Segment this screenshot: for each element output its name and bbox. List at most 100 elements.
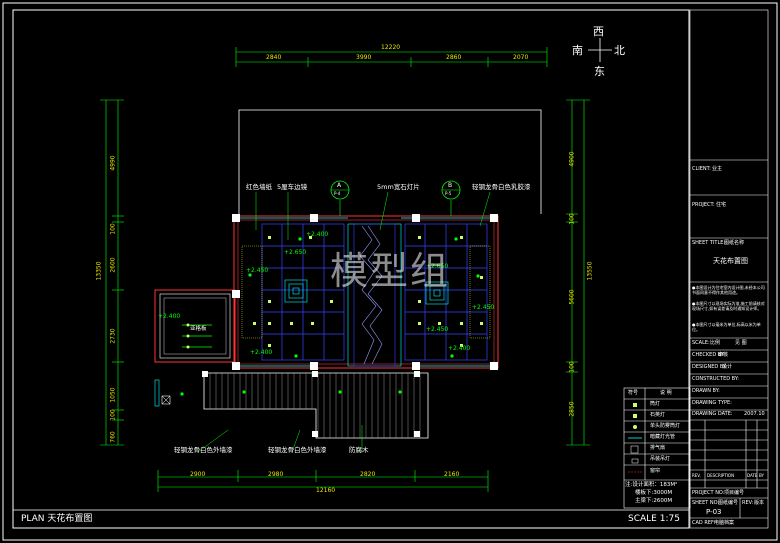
tb-cad-ref-label: CAD REF: bbox=[692, 520, 716, 526]
tb-rev-header: DESCRIPTION bbox=[707, 473, 735, 478]
ceiling-level: +2.650 bbox=[284, 249, 307, 256]
compass-west-label: 西 bbox=[593, 25, 604, 38]
lower-deck bbox=[154, 371, 429, 439]
compass-east-label: 东 bbox=[594, 65, 605, 78]
legend-row: 排气扇 bbox=[650, 445, 666, 451]
tb-drawing-date-label: DRAWING DATE: bbox=[692, 411, 733, 417]
tb-sheet-no-big: P-03 bbox=[706, 508, 722, 516]
upper-area-outline bbox=[238, 109, 542, 214]
dim-bottom-seg: 2900 bbox=[190, 471, 206, 478]
section-marker-a bbox=[330, 180, 350, 216]
title-block-frame bbox=[689, 9, 769, 529]
dim-bottom-seg: 2160 bbox=[444, 471, 460, 478]
tb-drawn-label: DRAWN BY: bbox=[692, 388, 720, 394]
left-room-wall bbox=[154, 289, 236, 363]
legend-row: 暗藏灯光管 bbox=[650, 434, 676, 440]
tb-note: ●本图设计为住宅室内设计图,未经本公司书面同意不得作其他用途。 bbox=[692, 285, 765, 295]
tb-sheet-title-value: 图纸名称 bbox=[724, 240, 745, 246]
tb-designed-value: 设计 bbox=[722, 364, 733, 370]
legend-row: 单头防雾筒灯 bbox=[650, 423, 681, 429]
legend-header-desc: 说 明 bbox=[660, 390, 672, 396]
dim-right-seg: 4900 bbox=[568, 151, 576, 167]
dim-right-seg: 100 bbox=[568, 361, 576, 373]
dim-right-seg: 5600 bbox=[568, 289, 576, 305]
dim-top-total: 12220 bbox=[381, 44, 401, 51]
ceiling-level: +2.400 bbox=[158, 313, 181, 320]
light-fixtures bbox=[253, 236, 483, 347]
dim-left-seg: 1050 bbox=[109, 387, 117, 403]
tb-sheet-title-main: 天花布置图 bbox=[713, 257, 748, 265]
annotation-bottom: 轻钢龙骨白色外墙漆 bbox=[174, 446, 233, 454]
ceiling-level: +2.400 bbox=[448, 345, 471, 352]
dim-top-seg: 2840 bbox=[266, 54, 282, 61]
legend-note: 主梁下:2600M bbox=[635, 498, 673, 504]
ceiling-level: +2.450 bbox=[426, 326, 449, 333]
legend-note: 注:设计面积：183M² bbox=[625, 482, 678, 488]
tb-rev-header: DATE bbox=[747, 473, 758, 478]
tb-project-value: 住宅 bbox=[716, 202, 727, 208]
tb-scale-value: 比例 bbox=[710, 340, 721, 346]
tb-note: ●本图尺寸以现场实际为准,施工前请核对现场尺寸,如有误差请及时通知设计师。 bbox=[692, 301, 765, 311]
legend-header-symbol: 符号 bbox=[628, 390, 639, 396]
ceiling-level: +2.450 bbox=[246, 267, 269, 274]
dim-top-seg: 3990 bbox=[356, 54, 372, 61]
central-light-strip bbox=[347, 223, 402, 367]
dim-right-seg: 2850 bbox=[568, 401, 576, 417]
ceiling-level: +2.400 bbox=[250, 349, 273, 356]
tb-constructed-label: CONSTRUCTED BY: bbox=[692, 376, 739, 382]
tb-drawing-type-label: DRAWING TYPE: bbox=[692, 400, 732, 406]
tb-scale-value2: 见 图 bbox=[735, 340, 747, 346]
dim-left-seg: 4990 bbox=[109, 155, 117, 171]
dim-left-total: 13350 bbox=[95, 261, 103, 281]
annotation-stone-light: 5mm宽石灯片 bbox=[377, 183, 420, 191]
section-a-sheet: P-4 bbox=[334, 191, 341, 196]
drawing-scale: SCALE 1:75 bbox=[628, 514, 680, 524]
legend-row: 吊装吊灯 bbox=[650, 456, 671, 462]
dim-left-seg: 2600 bbox=[109, 257, 117, 273]
dim-left-seg: 100 bbox=[109, 409, 117, 421]
tb-rev-header: REV. bbox=[692, 473, 701, 478]
annotation-red-wallpaper: 红色墙纸 bbox=[246, 183, 272, 191]
tb-project-no-value: 项目编号 bbox=[724, 490, 745, 496]
dim-right-seg: 100 bbox=[568, 213, 576, 225]
tb-client-value: 业主 bbox=[712, 166, 723, 172]
annotation-keel-latex: 轻钢龙骨白色乳胶漆 bbox=[472, 183, 531, 191]
tb-checked-label: CHECKED BY: bbox=[692, 352, 726, 358]
compass-north-label: 北 bbox=[614, 44, 625, 57]
dim-left-seg: 760 bbox=[109, 431, 117, 443]
dim-bottom-seg: 2820 bbox=[360, 471, 376, 478]
legend-note: 楼板下:3000M bbox=[635, 490, 673, 496]
tb-note: ●本图尺寸以毫米为单位,标高以米为单位。 bbox=[692, 322, 761, 332]
dim-left-seg: 100 bbox=[109, 223, 117, 235]
dimension-lines bbox=[100, 47, 590, 492]
ceiling-level: +2.450 bbox=[472, 304, 495, 311]
tb-sheet-no-label: SHEET NO: bbox=[692, 500, 720, 506]
dim-bottom-total: 12160 bbox=[316, 487, 336, 494]
section-b-sheet: P-5 bbox=[445, 191, 452, 196]
section-b-letter: B bbox=[448, 182, 453, 189]
dim-right-total: 13550 bbox=[586, 261, 594, 281]
tb-rev-value: 版本 bbox=[754, 500, 765, 506]
annotation-bottom: 轻钢龙骨白色外墙漆 bbox=[268, 446, 327, 454]
dim-top-seg: 2860 bbox=[446, 54, 462, 61]
tb-rev-label: REV: bbox=[742, 500, 754, 506]
section-marker-b bbox=[441, 180, 461, 216]
left-room-tag: 亚格板 bbox=[190, 326, 207, 332]
right-ceiling-grid bbox=[404, 223, 488, 361]
legend-row: 筒灯 bbox=[650, 401, 661, 407]
legend-row: 窗帘 bbox=[650, 468, 661, 474]
tb-drawing-date-value: 2007.10 bbox=[744, 411, 765, 417]
compass-cross bbox=[588, 38, 612, 62]
annotation-bottom: 防腐木 bbox=[349, 446, 369, 454]
tb-scale-label: SCALE: bbox=[692, 340, 710, 346]
dim-bottom-seg: 2980 bbox=[268, 471, 284, 478]
dim-top-seg: 2070 bbox=[513, 54, 529, 61]
annotation-bevel-mirror: 5厘车边镜 bbox=[277, 183, 308, 191]
drawing-title: PLAN 天花布置图 bbox=[21, 514, 93, 524]
inner-frame bbox=[12, 9, 690, 529]
tb-client-label: CLIENT: bbox=[692, 166, 711, 172]
dim-left-seg: 2730 bbox=[109, 328, 117, 344]
structural-columns bbox=[232, 214, 498, 370]
